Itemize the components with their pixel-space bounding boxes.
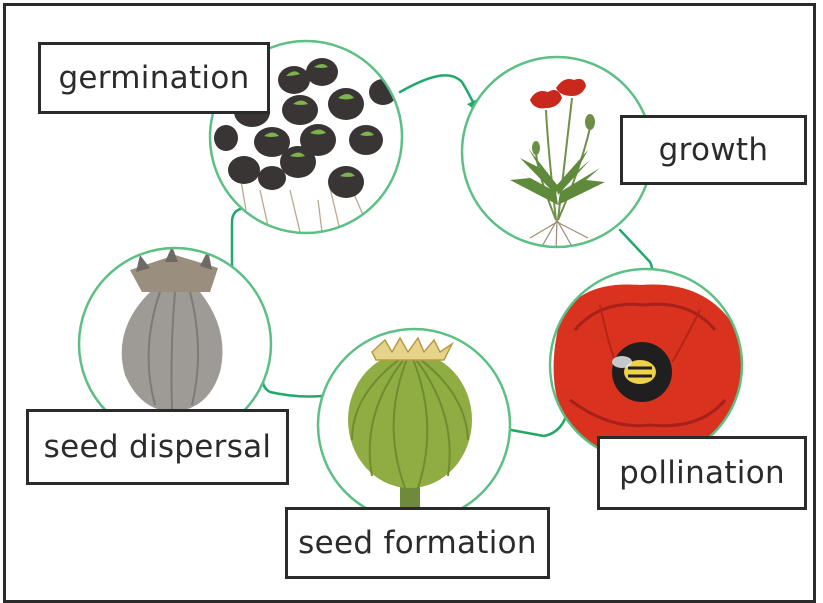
label-growth: growth xyxy=(620,115,807,185)
label-seed-formation: seed formation xyxy=(285,507,550,579)
pollination-circle xyxy=(550,269,746,461)
label-pollination: pollination xyxy=(597,436,807,510)
label-seed-dispersal: seed dispersal xyxy=(26,409,289,485)
arrow-germination-to-growth xyxy=(400,75,476,108)
life-cycle-diagram: germination growth pollination seed form… xyxy=(0,0,823,587)
seed-formation-circle xyxy=(318,329,510,521)
poppy-flower-with-bee-icon xyxy=(554,284,747,458)
label-germination: germination xyxy=(38,42,270,114)
